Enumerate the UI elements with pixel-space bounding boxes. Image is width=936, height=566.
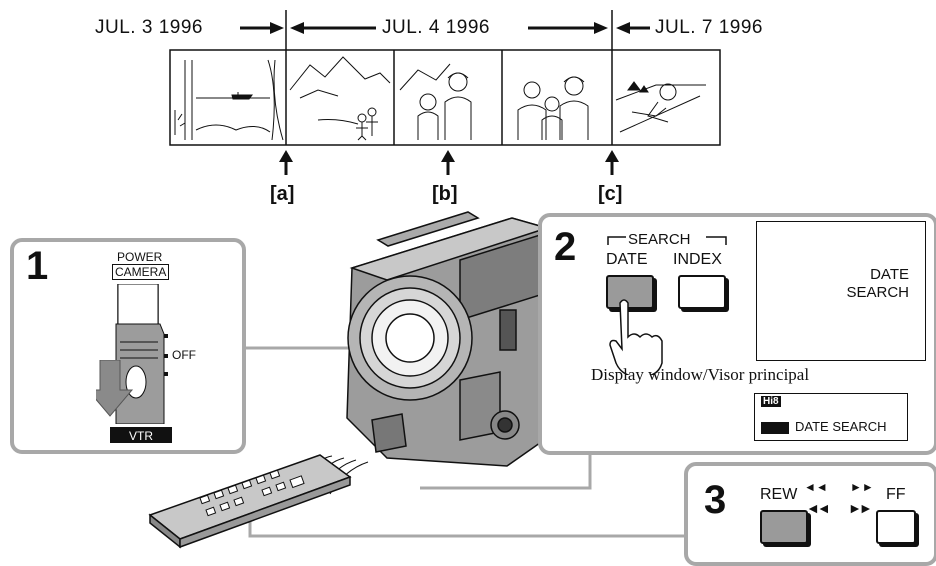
off-indicator: [164, 354, 168, 358]
vtr-label: VTR: [129, 429, 153, 443]
screen-line-1: DATE: [846, 266, 909, 284]
off-indicator-top: [164, 334, 168, 338]
lcd-date-search-text: DATE SEARCH: [795, 419, 887, 434]
lcd-display: Hi8 DATE SEARCH: [754, 393, 908, 441]
rewind-icon: ◄◄: [804, 480, 828, 494]
rew-label: REW: [760, 486, 797, 504]
battery-icon: [761, 422, 789, 434]
viewfinder-screen: DATE SEARCH: [756, 221, 926, 361]
step-2-number: 2: [554, 225, 576, 270]
slide-down-arrow-icon: [96, 360, 136, 420]
fast-forward-icon: ►►: [850, 480, 874, 494]
index-search-button[interactable]: [678, 275, 726, 309]
camera-label: CAMERA: [112, 264, 169, 280]
hi8-tape-icon: Hi8: [761, 396, 781, 407]
off-indicator-bottom: [164, 372, 168, 376]
ff-label: FF: [886, 486, 906, 504]
ff-button[interactable]: [876, 510, 916, 544]
rew-button[interactable]: [760, 510, 808, 544]
step-3-panel: 3 REW ◄◄ ◄◄ ►► ►► FF: [684, 462, 936, 566]
step-2-panel: 2 SEARCH DATE INDEX DATE SEARCH Display …: [538, 213, 936, 455]
off-label: OFF: [172, 348, 196, 362]
step-3-number: 3: [704, 478, 726, 523]
display-window-caption: Display window/Visor principal: [591, 365, 809, 385]
fast-forward-arrow-icon: ►►: [848, 500, 870, 516]
screen-line-2: SEARCH: [846, 284, 909, 302]
search-label: SEARCH: [628, 231, 691, 248]
step-1-panel: 1 POWER CAMERA OFF VTR: [10, 238, 246, 454]
power-label: POWER: [117, 250, 162, 264]
rewind-arrow-icon: ◄◄: [806, 500, 828, 516]
pressing-finger-icon: [604, 297, 664, 375]
screen-date-search-text: DATE SEARCH: [846, 266, 909, 302]
date-button-label: DATE: [606, 251, 647, 269]
vtr-label-box: VTR: [110, 427, 172, 443]
step-1-number: 1: [26, 244, 48, 289]
camcorder: [347, 212, 547, 466]
index-button-label: INDEX: [673, 251, 722, 269]
